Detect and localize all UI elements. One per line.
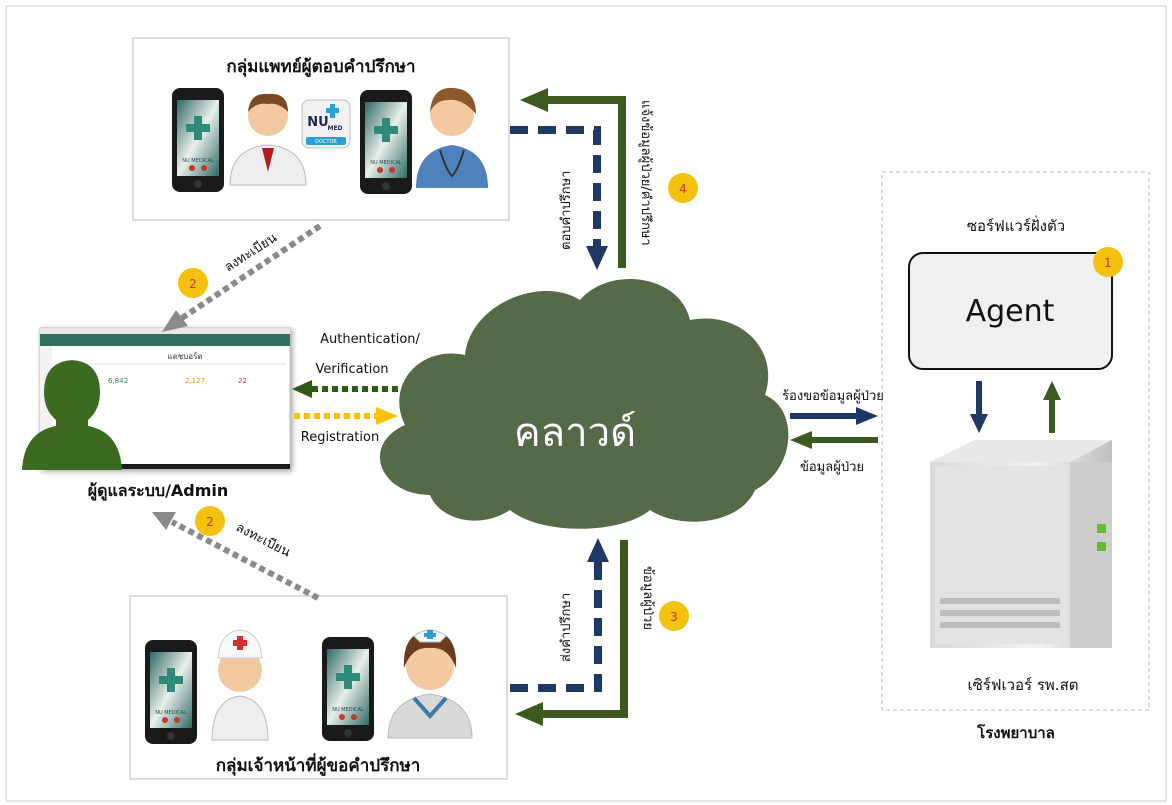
doctor-avatar-male: [229, 93, 307, 186]
patient-info-bottom-label: ข้อมูลผู้ป่วย: [640, 566, 655, 630]
staff-panel: NU MEDICAL NU MEDICAL กลุ่มเจ้าหน้าที่ผู…: [129, 595, 508, 780]
svg-text:3: 3: [670, 610, 678, 624]
svg-text:2: 2: [189, 277, 197, 291]
step-badge-2a: 2: [178, 268, 208, 298]
doctors-title: กลุ่มแพทย์ผู้ตอบคำปรึกษา: [226, 56, 415, 78]
doctor-phone-2: NU MEDICAL: [360, 90, 412, 194]
registration-label: Registration: [301, 430, 379, 445]
step-badge-2b: 2: [195, 506, 225, 536]
staff-phone-2-label: NU MEDICAL: [332, 707, 364, 713]
doctor-avatar-female: [416, 87, 488, 188]
dashboard-title: แดชบอร์ด: [167, 351, 202, 361]
numed-doctor: DOCTOR: [315, 139, 337, 145]
step-badge-1: 1: [1093, 247, 1123, 277]
patient-data-label: ข้อมูลผู้ป่วย: [800, 460, 864, 475]
reply-label: ตอบคำปรึกษา: [559, 171, 574, 250]
cloud: คลาวด์: [379, 278, 789, 529]
staff-phone-1: NU MEDICAL: [145, 640, 197, 744]
admin-user-silhouette: [22, 360, 122, 470]
agent-label: Agent: [966, 294, 1055, 329]
software-label: ซอร์ฟแวร์ฝั่งตัว: [967, 215, 1065, 235]
admin-label: ผู้ดูแลระบบ/Admin: [88, 481, 229, 502]
cloud-label: คลาวด์: [514, 410, 636, 456]
doctor-phone-2-label: NU MEDICAL: [370, 160, 402, 166]
doctor-phone-1-label: NU MEDICAL: [182, 158, 214, 164]
stat-1: 6,842: [108, 377, 128, 385]
doctor-phone-1: NU MEDICAL: [172, 88, 224, 192]
auth-line2: Verification: [315, 362, 388, 377]
svg-text:4: 4: [679, 182, 687, 196]
register-top-label: ลงทะเบียน: [221, 230, 279, 276]
notify-top-label: แจ้งข้อมูลผู้ป่วย/คำปรึกษา: [638, 100, 653, 246]
admin-block: แดชบอร์ด 6,842 2,127 22 ผู้ดูแลระบบ/Admi…: [22, 327, 291, 502]
server-icon: [930, 440, 1112, 648]
outer-frame: [5, 5, 1167, 802]
agent-server-arrows: [970, 381, 1061, 433]
numed-top: NU: [307, 115, 328, 130]
numed-med: MED: [327, 125, 342, 132]
staff-phone-2: NU MEDICAL: [322, 637, 374, 741]
staff-phone-1-label: NU MEDICAL: [155, 710, 187, 716]
step-badge-4: 4: [668, 173, 698, 203]
hospital-box: ซอร์ฟแวร์ฝั่งตัว Agent เซิร์ฟเวอร์ รพ.สต…: [881, 171, 1150, 742]
doctors-panel: กลุ่มแพทย์ผู้ตอบคำปรึกษา NU MEDICAL NU M…: [132, 37, 510, 221]
nurse-avatar-1: [211, 629, 269, 741]
request-patient-label: ร้องขอข้อมูลผู้ป่วย: [782, 389, 884, 404]
auth-line1: Authentication/: [320, 332, 420, 347]
doctor-cloud-arrows: ตอบคำปรึกษา แจ้งข้อมูลผู้ป่วย/คำปรึกษา: [510, 88, 653, 270]
nurse-avatar-2: [387, 629, 473, 739]
step-badges: 1 2 2 3 4: [178, 173, 1123, 631]
agent-box: [908, 252, 1113, 370]
stat-3: 22: [238, 377, 247, 385]
step-badge-3: 3: [659, 601, 689, 631]
cloud-hospital-arrows: ร้องขอข้อมูลผู้ป่วย ข้อมูลผู้ป่วย: [782, 389, 884, 475]
server-label: เซิร์ฟเวอร์ รพ.สต: [968, 676, 1079, 694]
numed-doctor-logo: NU MED DOCTOR: [301, 99, 351, 149]
staff-title: กลุ่มเจ้าหน้าที่ผู้ขอคำปรึกษา: [216, 753, 421, 777]
staff-cloud-arrows: ส่งคำปรึกษา ข้อมูลผู้ป่วย: [510, 538, 655, 726]
admin-cloud-arrows: Authentication/ Verification Registratio…: [292, 332, 421, 445]
svg-text:1: 1: [1104, 256, 1112, 270]
hospital-label: โรงพยาบาล: [976, 723, 1055, 742]
stat-2: 2,127: [185, 377, 205, 385]
svg-text:2: 2: [206, 515, 214, 529]
register-bottom-label: ลงทะเบียน: [233, 519, 293, 560]
send-label: ส่งคำปรึกษา: [559, 593, 574, 662]
